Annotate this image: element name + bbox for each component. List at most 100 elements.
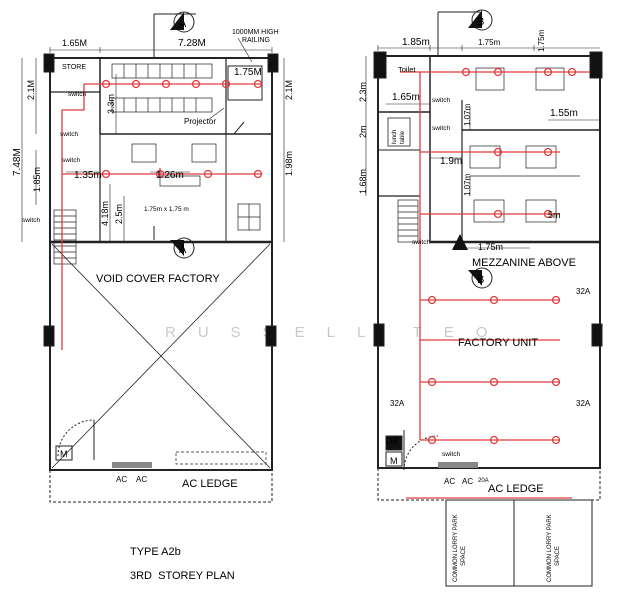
right-table-label: table: [400, 130, 406, 144]
lorry-park-label-2b: SPACE: [555, 546, 561, 566]
left-switch-4: switch: [22, 217, 40, 224]
right-amp-right: 32A: [576, 399, 591, 408]
left-section-marker-bottom: A: [179, 244, 187, 256]
left-section-marker-top: A: [179, 18, 187, 30]
void-cross-b: [51, 243, 271, 469]
watermark: RUSSELL TEO: [165, 324, 510, 341]
left-column-mr: [265, 325, 277, 347]
left-switch-1: switch: [68, 91, 86, 98]
left-electrical-runs: [61, 79, 263, 350]
railing-note-line2: RAILING: [242, 37, 270, 44]
right-dim-top-a: 1.85m: [402, 37, 430, 48]
lorry-park-label-1b: SPACE: [461, 546, 467, 566]
right-factory-label: FACTORY UNIT: [458, 337, 538, 349]
left-dim-right-b: 1.98m: [284, 151, 294, 176]
plan-type-caption: TYPE A2b: [130, 546, 181, 558]
left-dim-left-b: 1.85m: [32, 167, 42, 192]
left-ac-unit-row: [112, 462, 152, 468]
right-mezzanine-label: MEZZANINE ABOVE: [472, 257, 576, 269]
right-switch-4: switch: [442, 451, 460, 458]
left-office-desk-3: [159, 175, 201, 187]
left-ac-label-2: AC: [136, 475, 147, 484]
left-column-tr: [267, 53, 279, 73]
right-dim-mid-d: 1.07m: [463, 173, 472, 196]
right-dim-mid-a: 1.55m: [550, 108, 578, 119]
right-plan-labels: B B 1.85m 1.75m 1.75m Toilet 1.65m switc…: [358, 16, 591, 582]
left-meeting-desks: [111, 63, 213, 113]
right-lunch-label: lunch: [392, 130, 398, 144]
left-meter-label: M: [60, 449, 68, 459]
left-dim-top-b: 7.28M: [178, 38, 206, 49]
left-dim-mid-c: 1.26m: [156, 170, 184, 181]
left-stair: [53, 209, 77, 265]
right-ac-ledge-label: AC LEDGE: [488, 483, 544, 495]
right-meter-label: M: [390, 456, 398, 466]
left-door-arc: [57, 419, 95, 457]
right-dim-top-b: 1.75m: [478, 38, 501, 47]
left-dim-top-a: 1.65M: [62, 38, 87, 48]
lorry-park-label-1a: COMMON LORRY PARK: [453, 514, 459, 582]
right-switch-1: switch: [432, 97, 450, 104]
right-toilet-label: Toilet: [398, 65, 416, 74]
right-plan: [365, 9, 603, 587]
left-outer-wall: [49, 57, 273, 471]
right-dim-mid-e: 5m: [548, 210, 561, 220]
right-switch-2: switch: [432, 125, 450, 132]
left-office-desk-1: [131, 143, 157, 163]
right-switch-3: switch: [412, 239, 430, 246]
left-dim-mid-e: 2.5m: [114, 204, 124, 224]
left-dim-mid-b: 1.35m: [74, 170, 102, 181]
right-dim-mid-b: 1.07m: [463, 103, 472, 126]
lunch-table: [387, 117, 411, 147]
right-dim-left-b: 2m: [358, 125, 368, 138]
plan-storey-caption: 3RD STOREY PLAN: [130, 570, 235, 582]
lorry-park-outline: [445, 499, 593, 587]
left-dim-left-total: 7.48M: [12, 148, 23, 176]
right-amp-top-right: 32A: [576, 287, 591, 296]
left-meter-box: [55, 445, 73, 461]
right-workstations: [469, 67, 580, 223]
right-section-marker-top: B: [477, 16, 484, 28]
right-dim-left-c: 1.68m: [358, 169, 368, 194]
right-dimension-lines: [365, 45, 600, 249]
right-ac-label-2: AC: [462, 477, 473, 486]
left-dim-store-w: 1.75M: [234, 67, 262, 78]
left-room-size: 1.75m x 1.75 m: [144, 206, 189, 213]
left-projector-label: Projector: [184, 117, 216, 126]
left-dim-mid-a: 3.3m: [106, 94, 116, 114]
left-dim-right-a: 2.1M: [284, 80, 294, 100]
right-dim-toilet-w: 1.65m: [392, 92, 420, 103]
left-office-desk-2: [191, 143, 217, 163]
right-ac-label-1: AC: [444, 477, 455, 486]
db-box: [385, 435, 403, 451]
right-dim-mid-f: 1.75m: [478, 242, 503, 252]
right-amp-left: 32A: [390, 399, 405, 408]
left-column-ml: [43, 325, 55, 347]
left-store-label: STORE: [62, 64, 86, 71]
right-column-tl: [373, 51, 387, 79]
right-door-arc: [403, 435, 439, 471]
right-stair: [397, 199, 419, 243]
right-dim-top-c: 1.75m: [537, 29, 546, 52]
left-column-tl: [43, 53, 55, 73]
right-dim-left-a: 2.3m: [358, 82, 368, 102]
right-db-label: DB: [386, 436, 399, 446]
left-switch-2: switch: [60, 131, 78, 138]
right-electrical-runs: [400, 67, 590, 499]
right-meter-box: [385, 451, 403, 467]
left-dim-left-a: 2.1M: [26, 80, 36, 100]
left-ac-ledge-label: AC LEDGE: [182, 478, 238, 490]
left-switch-3: switch: [62, 157, 80, 164]
left-plan: [21, 11, 285, 503]
left-dimension-lines: [21, 37, 285, 242]
left-railing-door: [233, 121, 245, 135]
railing-note-line1: 1000MM HIGH: [232, 29, 279, 36]
right-column-tr: [589, 51, 603, 79]
left-dim-mid-d: 4.18m: [100, 201, 110, 226]
left-ac-ledge-outline: [49, 469, 273, 503]
lorry-park-label-2a: COMMON LORRY PARK: [547, 514, 553, 582]
right-column-mr: [591, 323, 603, 347]
right-dim-mid-c: 1.9m: [440, 156, 462, 167]
right-column-ml: [373, 323, 385, 347]
